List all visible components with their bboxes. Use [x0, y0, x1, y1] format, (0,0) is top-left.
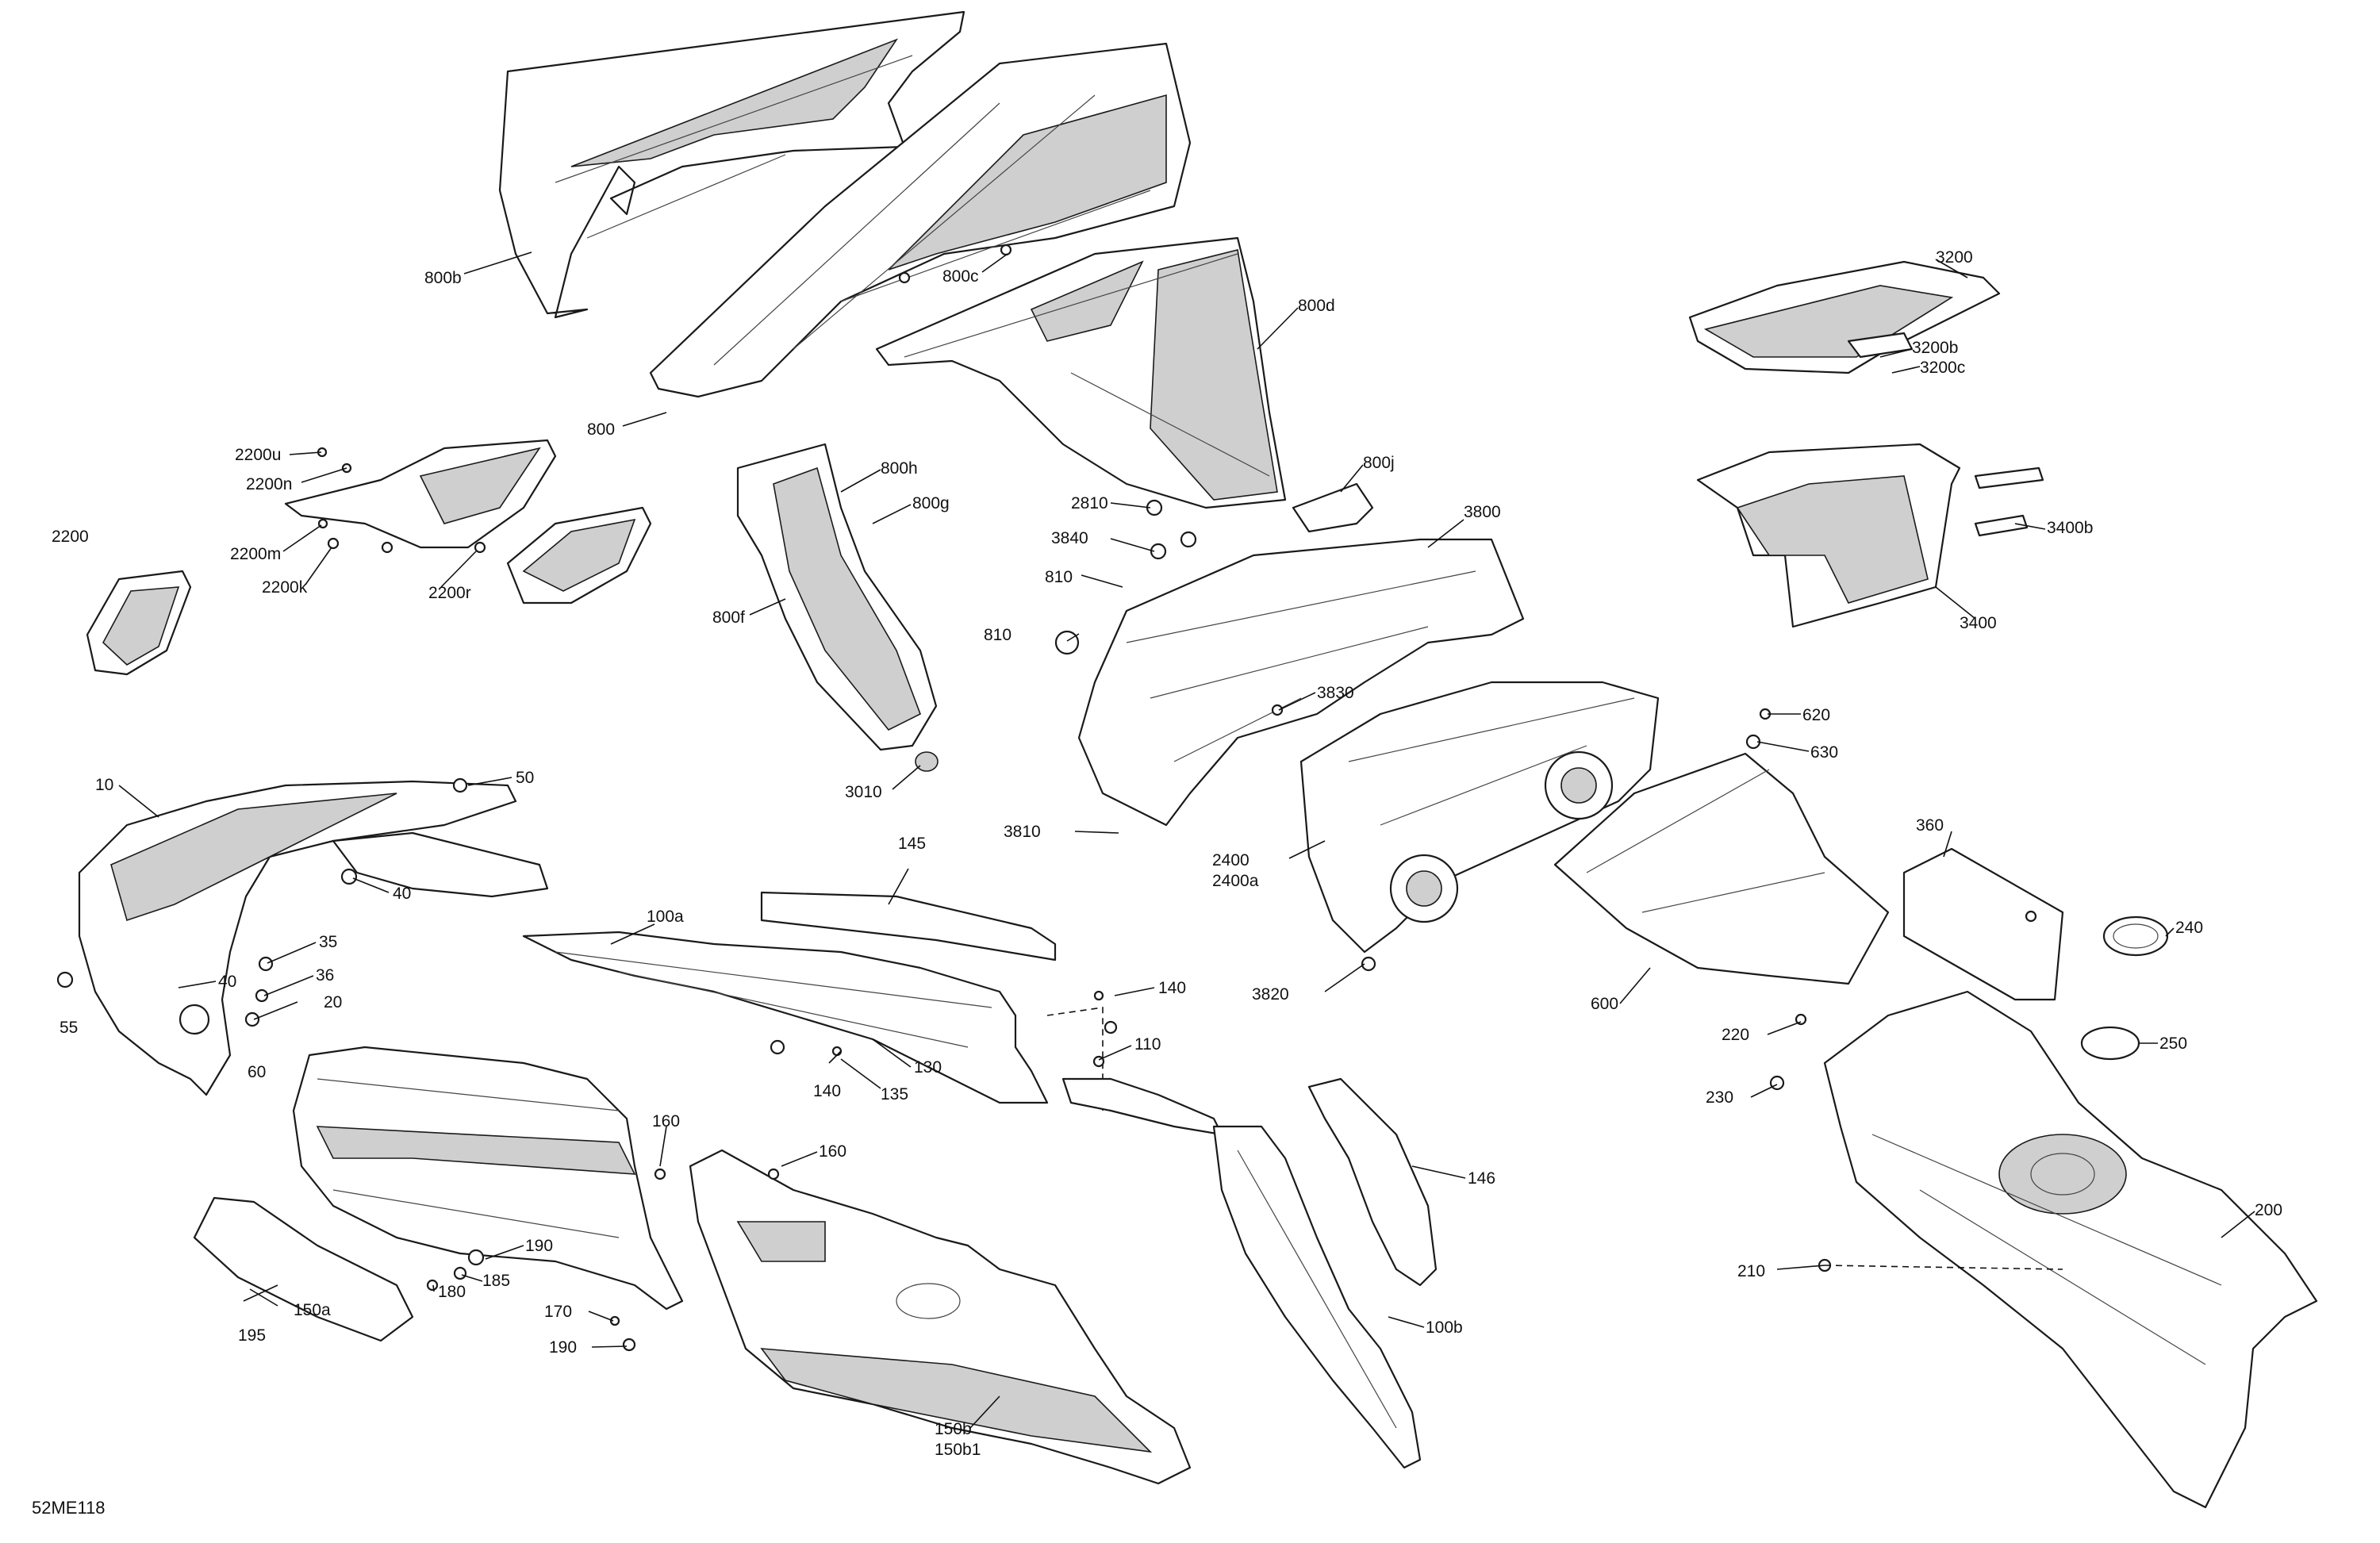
part-146-trim — [1307, 1077, 1438, 1287]
callout-800f: 800f — [712, 608, 745, 627]
callout-620: 620 — [1802, 706, 1830, 724]
part-145-strip — [760, 891, 1057, 961]
callout-800b: 800b — [424, 269, 462, 287]
callout-800g: 800g — [912, 494, 950, 512]
part-3010-grommet — [915, 751, 939, 772]
callout-190-lower: 190 — [549, 1338, 577, 1357]
callout-3830: 3830 — [1317, 684, 1354, 702]
callout-800j: 800j — [1363, 454, 1395, 472]
callout-3200: 3200 — [1936, 248, 1973, 267]
callout-55: 55 — [60, 1019, 78, 1037]
leader-lines — [118, 251, 2255, 1429]
callout-210: 210 — [1737, 1262, 1765, 1280]
callout-2400: 2400 — [1212, 851, 1250, 869]
callout-230: 230 — [1706, 1088, 1733, 1107]
callout-3820: 3820 — [1252, 985, 1289, 1004]
part-600-panel — [1553, 752, 1890, 985]
part-800b-fairing — [498, 10, 965, 319]
callout-630: 630 — [1810, 743, 1838, 762]
callout-3400: 3400 — [1960, 614, 1997, 632]
callout-40-upper: 40 — [393, 885, 411, 903]
callout-180: 180 — [438, 1283, 466, 1301]
callout-100b: 100b — [1426, 1318, 1463, 1337]
callout-50: 50 — [516, 769, 534, 787]
part-100b-side-rail — [1212, 1125, 1422, 1469]
callout-2200n: 2200n — [246, 475, 292, 493]
callout-150a: 150a — [294, 1301, 331, 1319]
callout-220: 220 — [1722, 1026, 1749, 1044]
part-195-trim — [193, 1196, 414, 1342]
callout-2200m: 2200m — [230, 545, 281, 563]
callout-190-upper: 190 — [525, 1237, 553, 1255]
callout-170: 170 — [544, 1303, 572, 1321]
callout-2200r: 2200r — [428, 584, 471, 602]
part-3400-bin — [1696, 443, 2044, 628]
part-10-front-nose — [78, 780, 549, 1096]
callout-3840: 3840 — [1051, 529, 1088, 547]
callout-2400a: 2400a — [1212, 872, 1259, 890]
callout-2200k: 2200k — [262, 578, 308, 597]
part-360-plate — [1902, 847, 2064, 1001]
callout-20: 20 — [324, 993, 342, 1011]
callout-3810: 3810 — [1004, 823, 1041, 841]
callout-160-right: 160 — [819, 1142, 846, 1161]
callout-3010: 3010 — [845, 783, 882, 801]
callout-135: 135 — [881, 1085, 908, 1104]
callout-140-left: 140 — [813, 1082, 841, 1100]
callout-240: 240 — [2175, 919, 2203, 937]
callout-2810: 2810 — [1071, 494, 1108, 512]
callout-150b: 150b — [935, 1420, 972, 1438]
callout-185: 185 — [482, 1272, 510, 1290]
callout-800h: 800h — [881, 459, 918, 478]
part-200-rear-body — [1823, 990, 2318, 1509]
part-110-bracket — [1061, 1077, 1223, 1136]
callout-2200u: 2200u — [235, 446, 281, 464]
callout-10: 10 — [95, 776, 113, 794]
part-150a-panel — [292, 1046, 684, 1311]
callout-200: 200 — [2255, 1201, 2282, 1219]
callout-60: 60 — [248, 1063, 266, 1081]
callout-160-left: 160 — [652, 1112, 680, 1130]
part-250-seal — [2080, 1026, 2140, 1061]
callout-150b1: 150b1 — [935, 1441, 981, 1459]
callout-145: 145 — [898, 835, 926, 853]
diagram-reference-code: 52ME118 — [32, 1498, 106, 1518]
part-800j-plate — [1292, 482, 1374, 533]
callout-3800: 3800 — [1464, 503, 1501, 521]
callout-110: 110 — [1134, 1035, 1161, 1054]
callout-146: 146 — [1468, 1169, 1495, 1188]
part-2400-headlight — [1299, 681, 1660, 954]
fasteners — [56, 244, 2037, 1352]
part-3200-cover — [1688, 260, 2001, 374]
callout-360: 360 — [1916, 816, 1944, 835]
callout-600: 600 — [1591, 995, 1618, 1013]
callout-140-right: 140 — [1158, 979, 1186, 997]
part-100a-side-rail — [522, 931, 1104, 1111]
callout-2200: 2200 — [52, 528, 89, 546]
callout-800c: 800c — [942, 267, 979, 286]
part-2200-mirror-assembly — [86, 439, 652, 676]
callout-40-lower: 40 — [218, 973, 236, 991]
part-800-panel — [649, 42, 1192, 398]
part-240-ring — [2102, 915, 2169, 957]
callout-3200c: 3200c — [1920, 359, 1965, 377]
callout-810-lower: 810 — [984, 626, 1012, 644]
callout-800d: 800d — [1298, 297, 1335, 315]
callout-36: 36 — [316, 966, 334, 985]
callout-810-upper: 810 — [1045, 568, 1073, 586]
callout-3400b: 3400b — [2047, 519, 2093, 537]
callout-250: 250 — [2159, 1034, 2187, 1053]
callout-35: 35 — [319, 933, 337, 951]
part-800d-fairing — [875, 236, 1287, 509]
part-800f-trim — [736, 443, 938, 751]
callout-100a: 100a — [647, 908, 684, 926]
part-150b-panel — [689, 1149, 1192, 1485]
callout-800: 800 — [587, 420, 615, 439]
callout-130: 130 — [914, 1058, 942, 1077]
part-3800-bracket — [1077, 538, 1525, 827]
callout-195: 195 — [238, 1326, 266, 1345]
callout-labels: 800b 800c 800d 800 800h 800g 800j 800f 3… — [52, 248, 2282, 1459]
callout-3200b: 3200b — [1912, 339, 1958, 357]
